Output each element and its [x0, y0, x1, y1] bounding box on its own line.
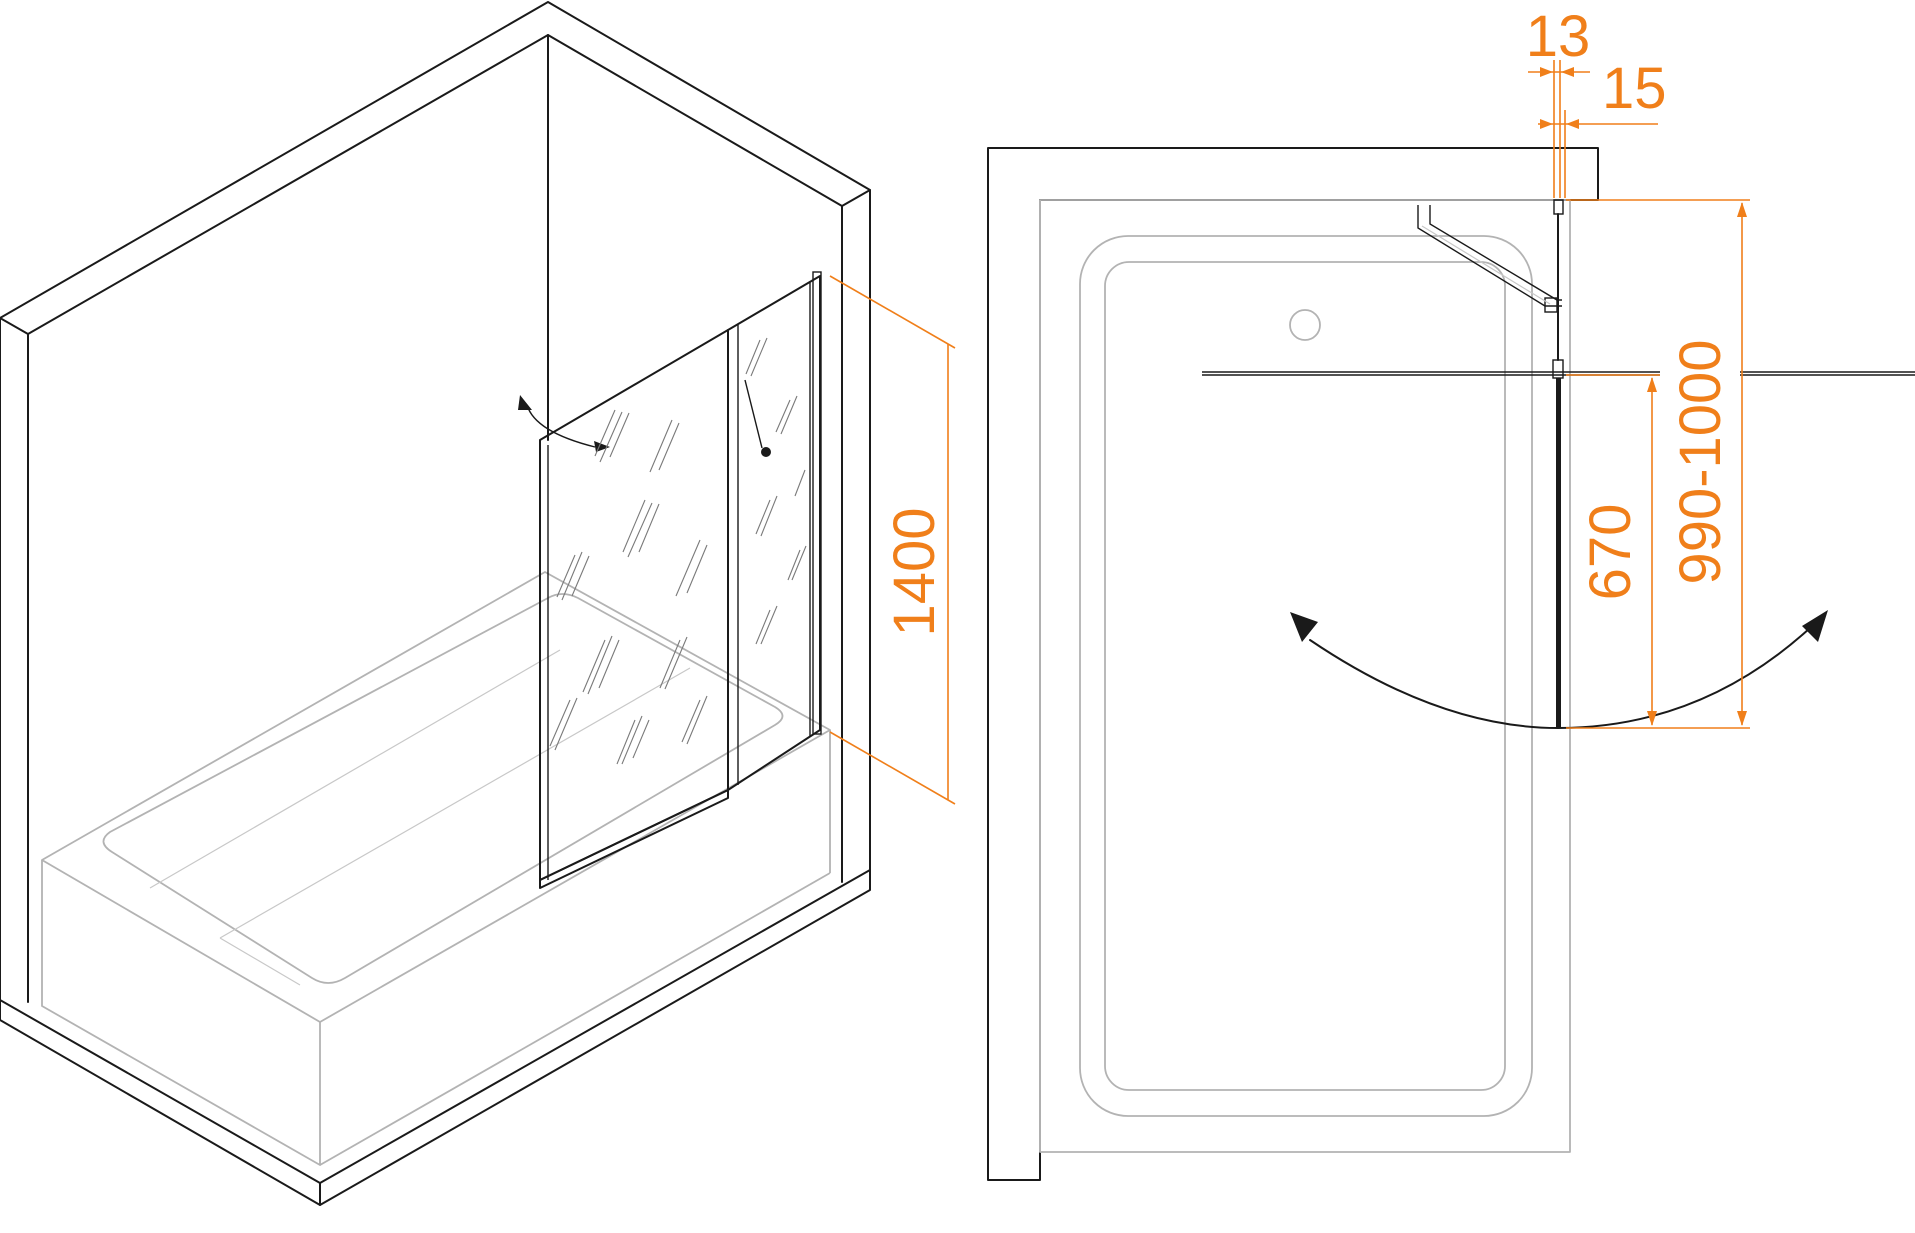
- arc-arrow-left: [1290, 612, 1318, 642]
- dimension-total-width: 990-1000: [1566, 199, 1750, 726]
- glass-texture: [549, 337, 807, 765]
- plan-view: 13 15 670 990-1000: [987, 4, 1915, 1181]
- iso-rotation-arrow: [518, 395, 610, 452]
- plan-bathtub: [1039, 199, 1571, 1153]
- isometric-view: 1400: [0, 1, 956, 1206]
- dimension-panel-width: 670: [1566, 374, 1750, 729]
- gap-label-15: 15: [1602, 56, 1667, 121]
- dimension-gaps: 13 15: [1526, 4, 1667, 198]
- total-width-label: 990-1000: [1668, 339, 1733, 584]
- plan-swing-arc: [1290, 610, 1828, 729]
- arc-arrow-right: [1802, 610, 1828, 642]
- height-label: 1400: [882, 507, 947, 636]
- iso-glass-screen: [539, 271, 822, 889]
- panel-width-label: 670: [1578, 504, 1643, 601]
- iso-bathtub: [41, 571, 831, 1166]
- gap-label-13: 13: [1526, 4, 1591, 69]
- dimension-height: 1400: [829, 275, 956, 805]
- plan-glass-panel: [1202, 199, 1915, 728]
- plan-support-bar: [1417, 205, 1562, 313]
- iso-walls: [0, 1, 871, 1206]
